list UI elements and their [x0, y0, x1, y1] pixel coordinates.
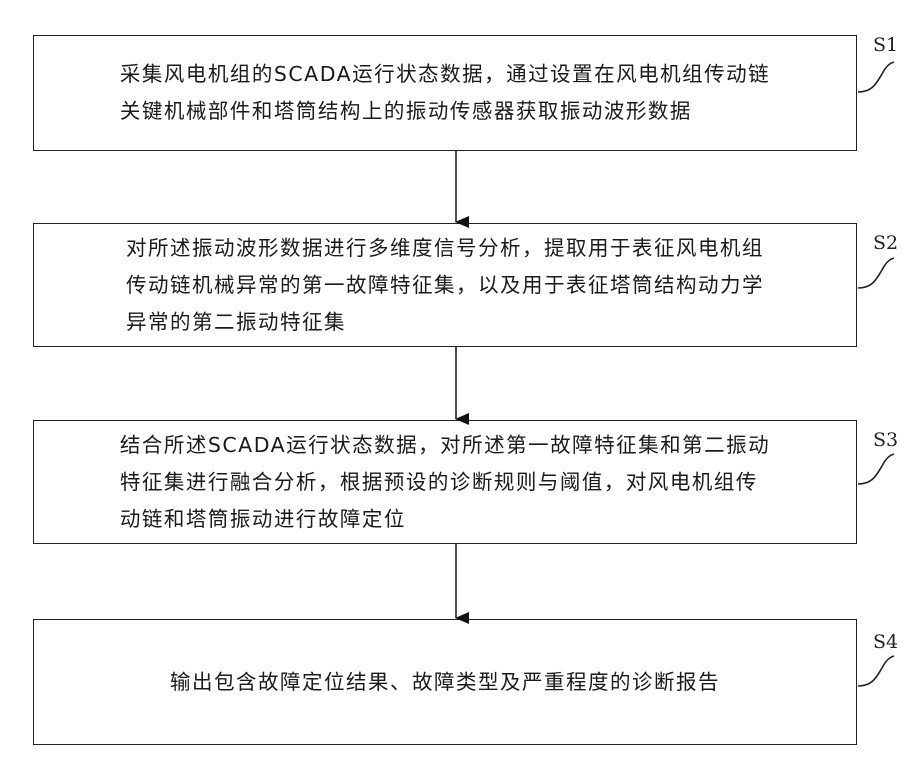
leader-curve-s3 [858, 454, 894, 484]
leader-curve-s1 [858, 62, 894, 92]
leader-curve-s2 [858, 258, 894, 288]
leader-curve-s4 [858, 656, 894, 686]
